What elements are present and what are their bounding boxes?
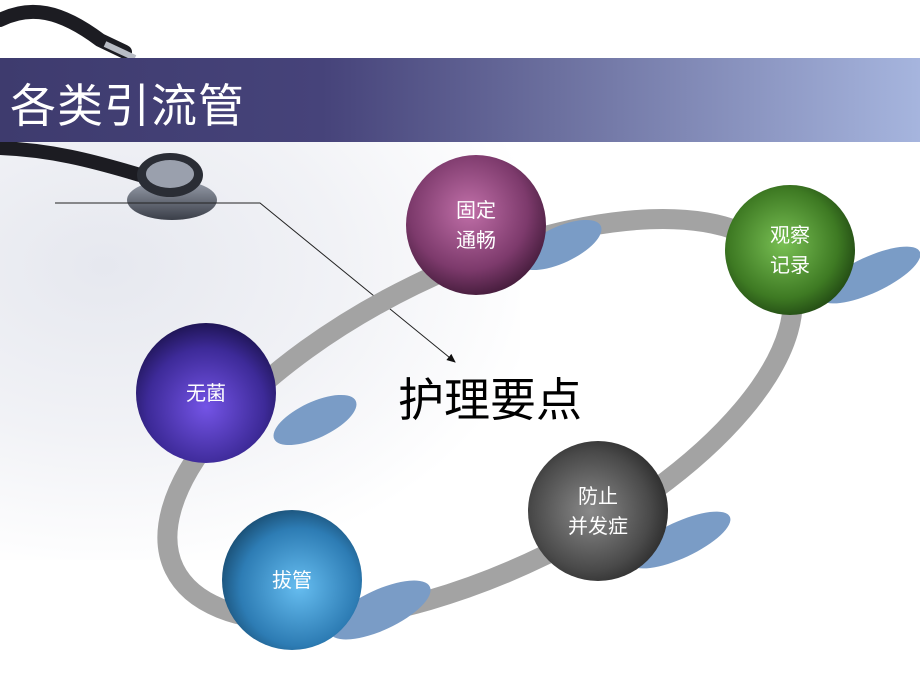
node-label: 无菌 — [186, 381, 226, 405]
node-label: 防止 并发症 — [568, 484, 628, 538]
center-heading: 护理要点 — [398, 373, 582, 427]
title-bar — [0, 58, 920, 142]
node-label: 观察 记录 — [770, 223, 810, 277]
node-prevent-complications: 防止 并发症 — [528, 441, 668, 581]
slide-title: 各类引流管 — [10, 79, 245, 133]
node-label: 拔管 — [272, 568, 312, 592]
node-extubation: 拔管 — [222, 510, 362, 650]
node-aseptic: 无菌 — [136, 323, 276, 463]
node-label: 固定 通畅 — [456, 198, 496, 252]
node-observe-record: 观察 记录 — [725, 185, 855, 315]
node-fixed-patent: 固定 通畅 — [406, 155, 546, 295]
